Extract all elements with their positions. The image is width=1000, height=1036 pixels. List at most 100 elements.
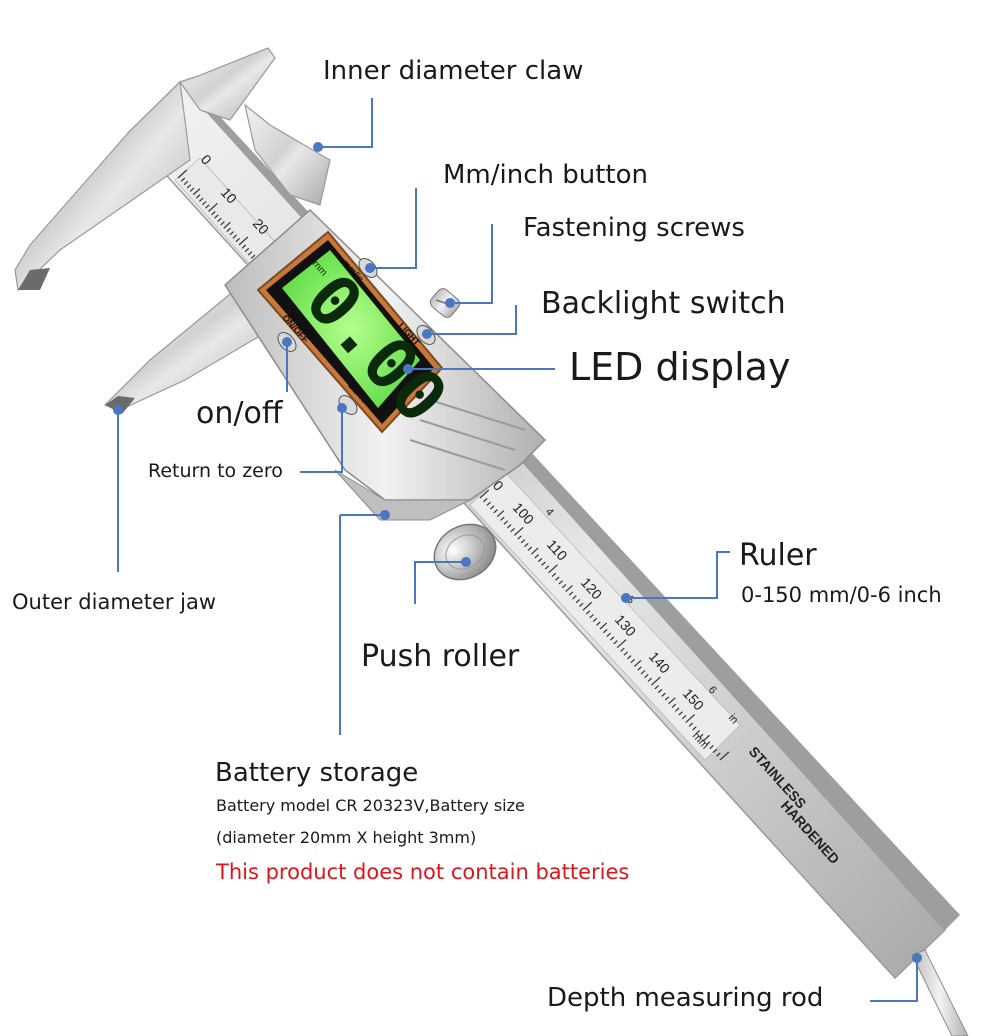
ruler-tick	[561, 584, 567, 589]
ruler-tick	[603, 628, 608, 634]
ruler-tick	[657, 688, 663, 694]
ruler-tick	[524, 542, 529, 548]
ruler-tick	[247, 251, 253, 256]
ruler-tick	[599, 622, 608, 630]
ruler-tick	[503, 520, 509, 525]
ruler-tick	[654, 685, 659, 690]
ruler-tick	[241, 244, 247, 249]
ruler-tick	[716, 752, 721, 757]
depth-rod	[911, 949, 969, 1036]
return-to-zero-label: Return to zero	[148, 460, 283, 482]
ruler-tick	[195, 194, 201, 199]
ruler-tick	[479, 489, 490, 499]
leader-dots	[113, 142, 922, 963]
on-off-label: on/off	[196, 396, 283, 431]
ruler-tick	[688, 722, 694, 727]
inner-claw	[179, 47, 331, 206]
ruler-tick	[186, 184, 192, 189]
ruler-tick	[211, 211, 216, 216]
ruler-tick	[551, 572, 557, 578]
ruler-tick	[568, 591, 574, 596]
led-display-label: LED display	[569, 345, 791, 389]
ruler-tick	[226, 227, 231, 233]
ruler-tick	[630, 658, 635, 664]
outer-jaw-label: Outer diameter jaw	[12, 590, 217, 614]
ruler-tick	[596, 621, 601, 626]
ruler-tick	[558, 580, 563, 585]
ruler-tick	[633, 659, 642, 667]
leader-lines	[117, 98, 918, 1002]
ruler-tick	[214, 214, 219, 219]
ruler-tick	[548, 564, 558, 574]
ruler-tick	[537, 557, 543, 563]
ruler-tick	[579, 602, 584, 607]
ruler-tick	[620, 647, 625, 652]
ruler-tick	[244, 247, 250, 253]
ruler-tick	[565, 585, 573, 593]
ruler-tick	[520, 539, 526, 544]
ruler-tick	[223, 221, 231, 229]
ruler-tick	[534, 554, 539, 559]
battery-warning: This product does not contain batteries	[216, 860, 630, 884]
battery-storage-title: Battery storage	[215, 758, 419, 788]
ruler-tick	[229, 231, 234, 236]
ruler-tick	[507, 524, 512, 529]
battery-size-text: (diameter 20mm X height 3mm)	[216, 828, 477, 847]
inner-claw-label: Inner diameter claw	[323, 56, 584, 86]
ruler-tick	[541, 561, 546, 566]
ruler-tick	[695, 730, 701, 735]
fastening-screws-label: Fastening screws	[523, 213, 745, 243]
ruler-tick	[592, 617, 598, 622]
ruler-tick	[668, 697, 676, 705]
ruler-tick	[217, 217, 222, 222]
ruler-tick	[510, 527, 515, 533]
ruler-tick	[664, 696, 670, 701]
ruler-tick	[500, 516, 505, 521]
ruler-tick	[582, 601, 593, 611]
push-roller-label: Push roller	[361, 639, 520, 674]
ruler-tick	[685, 714, 695, 724]
ruler-tick	[496, 510, 505, 518]
ruler-tick	[671, 703, 677, 709]
ruler-tick	[489, 505, 495, 510]
backlight-switch-label: Backlight switch	[541, 286, 786, 321]
ruler-tick	[189, 187, 195, 192]
ruler-tick	[192, 188, 201, 196]
ruler-tick	[232, 234, 238, 239]
ruler-tick	[513, 526, 524, 536]
push-roller[interactable]	[424, 513, 505, 590]
ruler-tick	[675, 707, 680, 712]
ruler-tick	[692, 726, 697, 731]
ruler-tick	[517, 535, 522, 540]
ruler-tick	[250, 254, 256, 259]
ruler-tick	[205, 204, 210, 209]
ruler-tick	[644, 673, 649, 679]
ruler-tick	[531, 547, 539, 555]
depth-rod-label: Depth measuring rod	[547, 983, 824, 1013]
ruler-label: Ruler	[739, 538, 817, 573]
ruler-tick	[613, 640, 618, 645]
ruler-tick	[493, 509, 498, 514]
ruler-tick	[699, 733, 704, 738]
ruler-tick	[201, 201, 207, 206]
ruler-tick	[238, 236, 249, 246]
ruler-tick	[544, 565, 550, 570]
battery-model-text: Battery model CR 20323V,Battery size	[216, 796, 525, 815]
ruler-tick	[678, 711, 683, 716]
ruler-tick	[627, 655, 632, 660]
ruler-tick	[709, 744, 714, 750]
ruler-tick	[575, 599, 581, 604]
ruler-tick	[177, 169, 188, 179]
ruler-tick	[208, 203, 218, 212]
ruler-tick	[661, 692, 666, 697]
ruler-tick	[681, 715, 687, 720]
mm-inch-button-label: Mm/inch button	[443, 160, 649, 190]
ruler-tick	[606, 632, 611, 637]
ruler-range-label: 0-150 mm/0-6 inch	[741, 583, 942, 607]
outer-jaw-fixed	[14, 80, 191, 292]
ruler-tick	[555, 576, 560, 581]
ruler-tick	[637, 666, 642, 671]
ruler-tick	[486, 501, 491, 506]
ruler-tick	[640, 670, 646, 675]
